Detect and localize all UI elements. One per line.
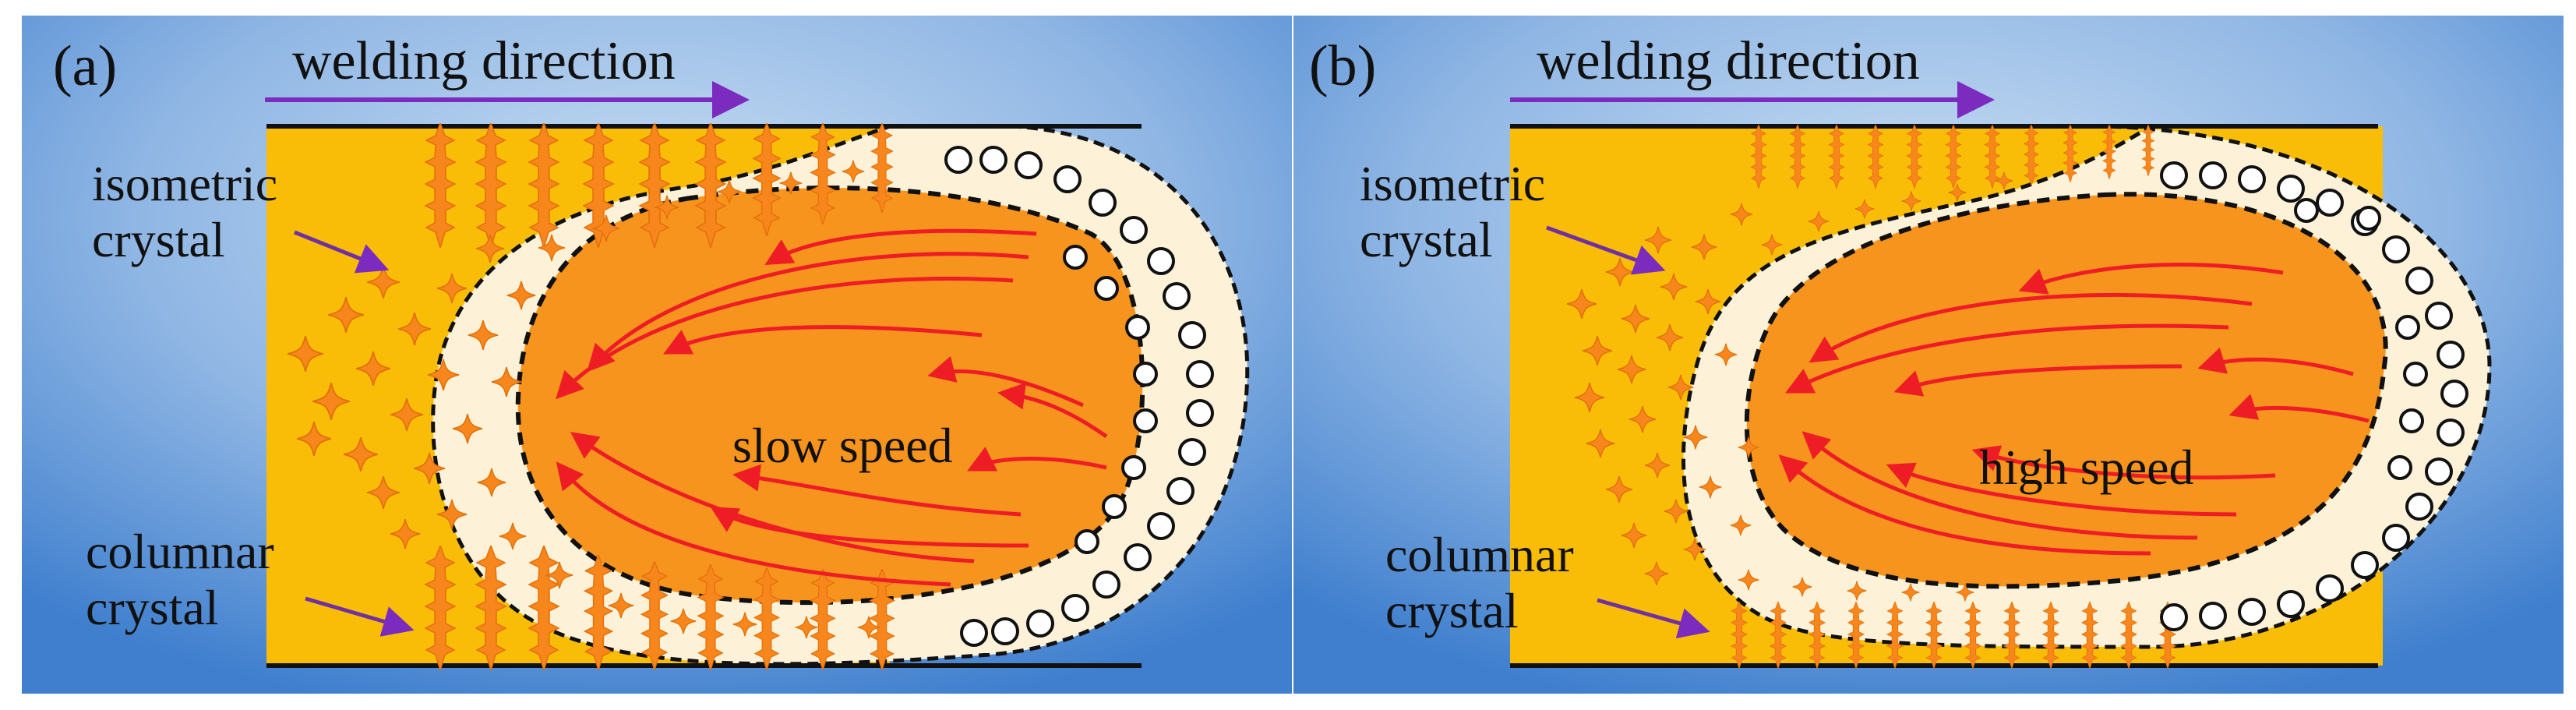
panel-b-isometric-pointer xyxy=(1546,225,1666,275)
panel-a-direction-label: welding direction xyxy=(292,31,676,91)
panel-b-flow-arrows xyxy=(1778,263,2370,556)
panel-a-speed-label: slow speed xyxy=(732,418,953,473)
panel-b-speed-label: high speed xyxy=(1979,440,2194,495)
panel-a-columnar-label-line1: columnar xyxy=(86,524,274,579)
panel-b-melt-pool xyxy=(1744,192,2388,589)
panel-a-tag: (a) xyxy=(53,34,118,98)
panel-a-isometric-label: isometric crystal xyxy=(92,156,277,267)
panel-b-columnar-label-line1: columnar xyxy=(1385,527,1574,582)
panel-b-circles xyxy=(2160,161,2468,631)
panel-b-columnar-pointer xyxy=(1597,598,1710,639)
panel-a-isometric-pointer xyxy=(294,230,390,274)
panel-b-isometric-label: isometric crystal xyxy=(1360,156,1545,267)
panel-a-isometric-label-line2: crystal xyxy=(92,211,225,267)
panel-b-direction-label: welding direction xyxy=(1537,31,1920,91)
panel-b-isometric-label-line2: crystal xyxy=(1360,211,1493,267)
panel-a xyxy=(22,16,1292,694)
panel-a-isometric-label-line1: isometric xyxy=(92,156,278,211)
panel-b xyxy=(1293,16,2564,694)
panel-b-columnar-label: columnar crystal xyxy=(1385,527,1574,638)
panel-a-columnar-label: columnar crystal xyxy=(86,524,274,635)
panel-a-circles xyxy=(944,146,1214,647)
panel-a-columnar-pointer xyxy=(305,596,415,637)
panel-a-columnar-label-line2: crystal xyxy=(86,579,219,635)
panel-a-flow-arrows xyxy=(556,228,1108,587)
panel-b-isometric-label-line1: isometric xyxy=(1360,156,1546,211)
panel-b-tag: (b) xyxy=(1309,34,1377,98)
panel-b-columnar-label-line2: crystal xyxy=(1385,582,1519,638)
